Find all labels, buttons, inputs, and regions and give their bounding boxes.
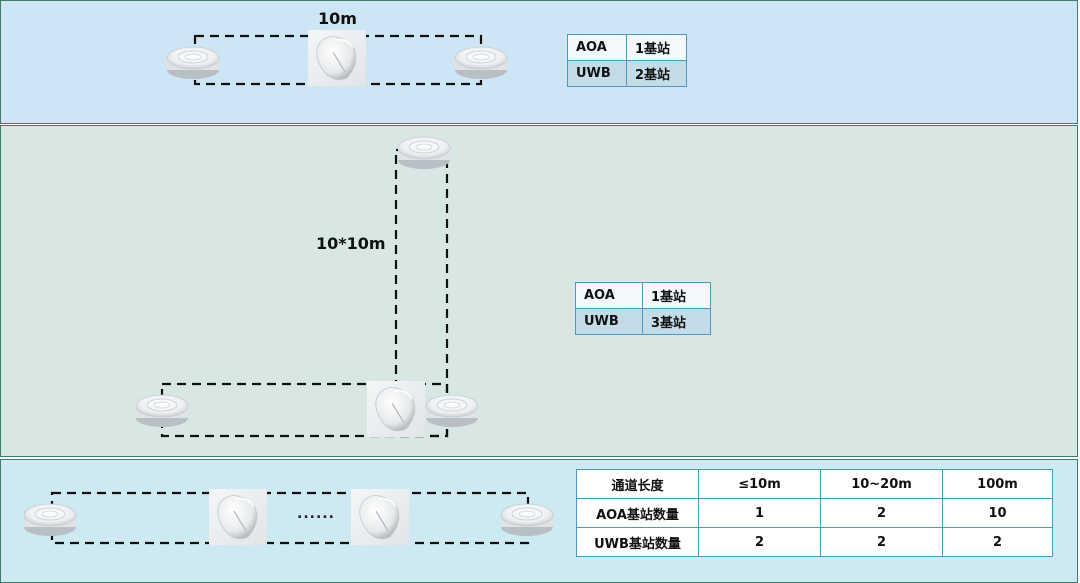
- ellipsis-more-stations: ......: [297, 506, 335, 522]
- count-cell: 1基站: [626, 34, 687, 61]
- table-row: AOA 1基站: [567, 34, 687, 61]
- station-count-by-length-table: 通道长度 ≤10m 10~20m 100m AOA基站数量 1 2 10 UWB…: [576, 469, 1053, 557]
- aoa-station-icon: [307, 29, 367, 87]
- station-count-table-top: AOA 1基站 UWB 2基站: [567, 34, 687, 87]
- method-cell: AOA: [567, 34, 627, 61]
- value-cell: 1: [698, 498, 821, 528]
- method-cell: UWB: [575, 308, 643, 335]
- long-corridor-outline: [50, 491, 530, 545]
- value-cell: 2: [942, 527, 1053, 557]
- uwb-station-icon: [500, 503, 554, 537]
- uwb-station-icon: [425, 394, 479, 428]
- table-row: AOA基站数量 1 2 10: [576, 498, 1053, 528]
- uwb-station-icon: [166, 46, 220, 80]
- table-row: UWB基站数量 2 2 2: [576, 527, 1053, 557]
- uwb-station-icon: [397, 136, 451, 170]
- aoa-station-icon: [366, 380, 426, 438]
- distance-label-10x10m: 10*10m: [316, 234, 386, 253]
- value-cell: 2: [820, 527, 943, 557]
- table-row: UWB 3基站: [575, 308, 711, 335]
- table-row: UWB 2基站: [567, 60, 687, 87]
- uwb-station-icon: [23, 503, 77, 537]
- station-count-table-middle: AOA 1基站 UWB 3基站: [575, 282, 711, 335]
- table-header-row: 通道长度 ≤10m 10~20m 100m: [576, 469, 1053, 499]
- uwb-station-icon: [135, 394, 189, 428]
- header-cell: 通道长度: [576, 469, 699, 499]
- value-cell: 2: [698, 527, 821, 557]
- count-cell: 3基站: [642, 308, 711, 335]
- table-row: AOA 1基站: [575, 282, 711, 309]
- row-label-cell: UWB基站数量: [576, 527, 699, 557]
- aoa-station-icon: [208, 488, 268, 546]
- value-cell: 2: [820, 498, 943, 528]
- aoa-station-icon: [350, 488, 410, 546]
- header-cell: 100m: [942, 469, 1053, 499]
- value-cell: 10: [942, 498, 1053, 528]
- uwb-station-icon: [454, 46, 508, 80]
- row-label-cell: AOA基站数量: [576, 498, 699, 528]
- count-cell: 2基站: [626, 60, 687, 87]
- method-cell: AOA: [575, 282, 643, 309]
- header-cell: 10~20m: [820, 469, 943, 499]
- method-cell: UWB: [567, 60, 627, 87]
- count-cell: 1基站: [642, 282, 711, 309]
- header-cell: ≤10m: [698, 469, 821, 499]
- distance-label-10m: 10m: [318, 9, 357, 28]
